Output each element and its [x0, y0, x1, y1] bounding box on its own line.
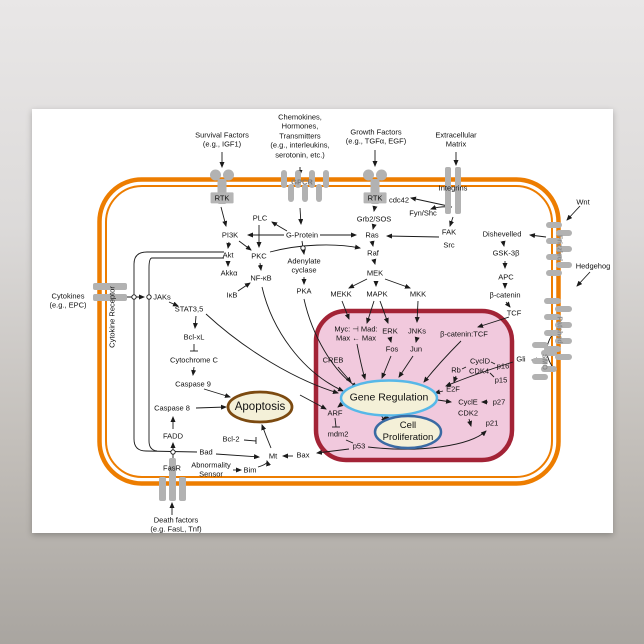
label-p27: p27: [492, 397, 506, 407]
frizzled-receptor-icon: [546, 222, 572, 276]
label-p21: p21: [485, 418, 499, 428]
label-gsk-3b: GSK-3β: [492, 248, 520, 258]
label-apc: APC: [498, 272, 514, 282]
label-bim: Bim: [243, 465, 257, 475]
label-survival-factors: Survival Factors (e.g., IGF1): [195, 130, 249, 149]
fasr-receptor-icon: [159, 458, 186, 501]
label-adenylate-cyclase: Adenylate cyclase: [287, 256, 321, 275]
label-cdc42: cdc42: [388, 195, 410, 205]
label-cdk2: CDK2: [457, 408, 479, 418]
label-jaks: JAKs: [153, 292, 171, 302]
label-cdk4: CDK4: [468, 366, 490, 376]
patched-receptor-icon: [544, 298, 572, 360]
label-apoptosis: Apoptosis: [234, 400, 286, 413]
label-p16: p16: [496, 361, 510, 371]
label-src: Src: [443, 240, 455, 250]
gpcr-receptor-icon: [281, 170, 329, 202]
label-growth-factors: Growth Factors (e.g., TGFα, EGF): [345, 127, 407, 146]
label-chemokines: Chemokines, Hormones, Transmitters (e.g.…: [270, 112, 330, 160]
label-arf: ARF: [327, 408, 343, 418]
label-mkk: MKK: [409, 289, 427, 299]
label-cycld: CyclD: [470, 356, 490, 366]
label-fasr: FasR: [163, 463, 181, 473]
label-ikb: IκB: [226, 290, 238, 300]
cell-proliferation-oval: [373, 414, 443, 450]
label-beta-catenin-tcf: β-catenin:TCF: [440, 329, 488, 339]
label-jun: Jun: [409, 344, 423, 354]
label-abnormality-sensor: Abnormality Sensor: [191, 460, 231, 479]
apoptosis-oval: [226, 390, 294, 424]
label-pka: PKA: [296, 286, 312, 296]
label-integrins: Integrins: [438, 183, 468, 193]
label-p15: p15: [494, 375, 508, 385]
label-g-protein: G-Protein: [285, 230, 319, 240]
label-plc: PLC: [252, 213, 268, 223]
label-hedgehog: Hedgehog: [575, 261, 611, 271]
label-dishevelled: Dishevelled: [482, 229, 522, 239]
label-fyn-shc: Fyn/Shc: [409, 208, 437, 218]
cytokine-receptor-icon: [93, 283, 127, 301]
label-extracellular-matrix: Extracellular Matrix: [435, 130, 477, 149]
label-caspase-8: Caspase 8: [154, 403, 190, 413]
integrins-receptor-icon: [445, 167, 461, 214]
label-akt: Akt: [222, 250, 234, 260]
label-gene-regulation: Gene Regulation: [349, 391, 429, 404]
label-cell-proliferation: Cell Proliferation: [382, 420, 434, 443]
label-frizzled: Frizzled: [555, 234, 563, 262]
label-mek: MEK: [366, 268, 384, 278]
label-mapk: MAPK: [366, 289, 388, 299]
label-wnt: Wnt: [576, 197, 590, 207]
label-myc-max-mad: Myc: ⊣ Mad: Max ← Max: [334, 324, 378, 343]
label-mt: Mt: [268, 451, 278, 461]
label-bad: Bad: [199, 447, 213, 457]
label-creb: CREB: [322, 355, 344, 365]
label-caspase-9: Caspase 9: [175, 379, 211, 389]
label-bcl-2: Bcl-2: [222, 434, 240, 444]
label-bax: Bax: [296, 450, 310, 460]
label-pi3k: PI3K: [221, 230, 239, 240]
label-fak: FAK: [441, 227, 457, 237]
label-smo: SMO: [540, 354, 548, 370]
label-cytokines: Cytokines (e.g., EPC): [49, 291, 87, 310]
label-patched: Patched: [555, 316, 563, 344]
label-rtk-left: RTK: [210, 192, 234, 204]
label-death-factors: Death factors (e.g. FasL, Tnf): [150, 515, 202, 534]
label-cycle: CyclE: [458, 397, 478, 407]
label-pkc: PKC: [251, 251, 267, 261]
label-ras: Ras: [365, 230, 379, 240]
gene-regulation-oval: [339, 379, 439, 417]
label-stat-3-5: STAT3,5: [174, 304, 204, 314]
label-raf: Raf: [367, 248, 379, 258]
label-nf-kb: NF-κB: [250, 273, 272, 283]
label-gli: Gli: [516, 354, 526, 364]
label-cytokine-receptor: Cytokine Receptor: [107, 286, 117, 348]
label-e2f: E2F: [446, 384, 460, 394]
label-mdm2: mdm2: [327, 429, 349, 439]
label-mekk: MEKK: [330, 289, 352, 299]
label-p53: p53: [352, 441, 366, 451]
label-fos: Fos: [385, 344, 399, 354]
label-bcl-xl: Bcl-xL: [183, 332, 205, 342]
label-gpcr: GPCR: [291, 177, 313, 187]
label-jnks: JNKs: [408, 326, 426, 336]
label-beta-catenin: β-catenin: [489, 290, 521, 300]
label-grb2-sos: Grb2/SOS: [356, 214, 392, 224]
label-erk: ERK: [382, 326, 398, 336]
smo-receptor-icon: [532, 342, 557, 380]
label-fadd: FADD: [162, 431, 184, 441]
label-akk-alpha: Akkα: [220, 268, 238, 278]
label-cytochrome-c: Cytochrome C: [170, 355, 218, 365]
line-hops: [131, 245, 306, 455]
label-rtk-right: RTK: [363, 192, 387, 204]
label-tcf: TCF: [506, 308, 522, 318]
label-rb: Rb: [451, 365, 461, 375]
